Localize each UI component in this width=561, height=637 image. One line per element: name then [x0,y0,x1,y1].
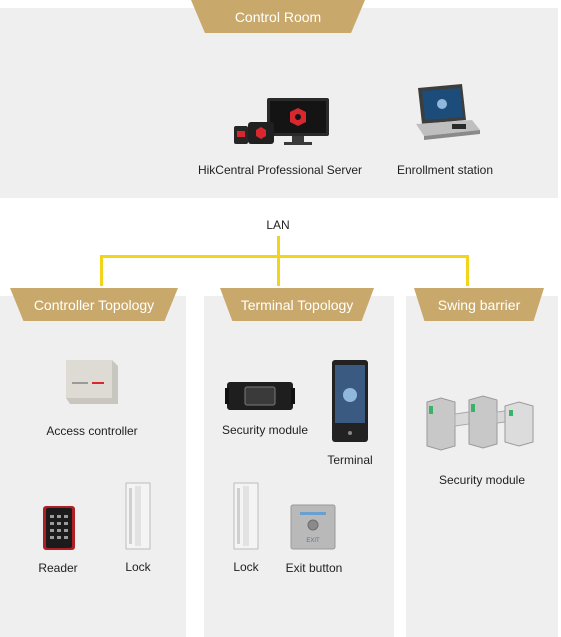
server-device-icon [234,98,329,145]
swing-barrier-tab: Swing barrier [414,288,544,321]
lock-icon [125,482,151,550]
terminal-lock-label: Lock [233,560,259,574]
security-module-label: Security module [221,423,309,437]
lan-line-vertical [277,236,280,286]
exit-button-icon: EXIT [290,504,336,550]
enrollment-station-icon [416,84,480,140]
server-label: HikCentral Professional Server [197,163,363,177]
terminal-topology-panel [204,296,394,637]
reader-label: Reader [38,561,78,575]
lan-label: LAN [266,218,290,232]
terminal-icon [332,360,368,442]
enrollment-label: Enrollment station [396,163,494,177]
security-module-icon [225,382,295,410]
access-controller-icon [66,360,118,404]
exit-button-text: EXIT [306,538,320,544]
controller-topology-tab: Controller Topology [10,288,178,321]
lan-line-left-drop [100,255,103,286]
terminal-lock-icon [233,482,259,550]
reader-icon [43,506,75,550]
swing-security-module-label: Security module [438,473,526,487]
access-controller-label: Access controller [46,424,138,438]
lan-line-horizontal [100,255,469,258]
swing-barrier-panel [406,296,558,637]
lan-line-right-drop [466,255,469,286]
terminal-label: Terminal [327,453,373,467]
terminal-topology-tab: Terminal Topology [220,288,374,321]
lock-label: Lock [125,560,151,574]
controller-topology-panel [0,296,186,637]
control-room-tab: Control Room [191,0,365,33]
exit-button-label: Exit button [285,561,343,575]
swing-barrier-icon [426,395,534,451]
